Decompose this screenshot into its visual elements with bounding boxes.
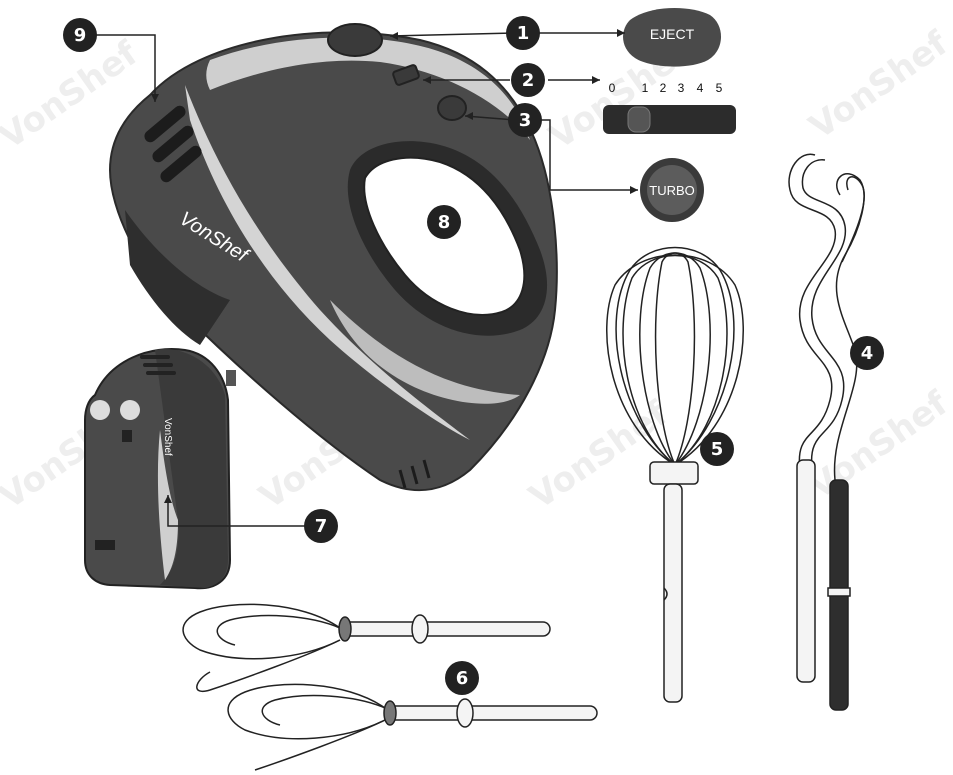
leader-lines (95, 32, 638, 527)
whisk (606, 246, 744, 703)
callout-6: 6 (445, 661, 479, 695)
callout-7: 7 (304, 509, 338, 543)
turbo-button[interactable] (437, 95, 467, 121)
watermark: VonShef (522, 393, 676, 517)
callout-5: 5 (700, 432, 734, 466)
bottom-vents (398, 459, 431, 489)
speed-tick: 4 (697, 81, 704, 95)
watermark: VonShef (802, 23, 953, 147)
callout-8: 8 (427, 205, 461, 239)
eject-detail: EJECT (623, 8, 722, 67)
vent-slots (144, 105, 202, 183)
callout-label: 4 (861, 343, 874, 364)
speed-detail: 0 1 2 3 4 5 (603, 81, 736, 134)
callout-label: 8 (438, 212, 451, 233)
base-brand-logo: VonShef (162, 418, 173, 456)
turbo-detail: TURBO (640, 158, 704, 222)
eject-button[interactable] (327, 23, 383, 57)
speed-slider-track (603, 105, 736, 134)
turbo-label: TURBO (649, 183, 695, 198)
callout-1: 1 (506, 16, 540, 50)
callout-label: 1 (517, 23, 530, 44)
speed-slider-knob (627, 106, 651, 133)
callout-3: 3 (508, 103, 542, 137)
arrow-heads (151, 29, 638, 503)
callout-label: 2 (522, 70, 535, 91)
watermark: VonShef (802, 383, 953, 507)
storage-base: VonShef (84, 348, 236, 590)
speed-tick: 3 (678, 81, 685, 95)
speed-scale: 0 1 2 3 4 5 (609, 81, 723, 95)
speed-tick: 0 (609, 81, 616, 95)
callout-label: 6 (456, 668, 469, 689)
mixer-body: VonShef (108, 23, 558, 492)
eject-label: EJECT (650, 26, 695, 42)
callout-label: 3 (519, 110, 532, 131)
dough-hooks (788, 153, 865, 711)
callout-9: 9 (63, 18, 97, 52)
callout-label: 5 (711, 439, 724, 460)
speed-switch[interactable] (392, 64, 420, 86)
speed-tick: 5 (716, 81, 723, 95)
callout-label: 7 (315, 516, 328, 537)
callout-4: 4 (850, 336, 884, 370)
beaters (182, 603, 598, 771)
speed-tick: 1 (642, 81, 649, 95)
speed-tick: 2 (660, 81, 667, 95)
callout-label: 9 (74, 25, 87, 46)
callout-2: 2 (511, 63, 545, 97)
